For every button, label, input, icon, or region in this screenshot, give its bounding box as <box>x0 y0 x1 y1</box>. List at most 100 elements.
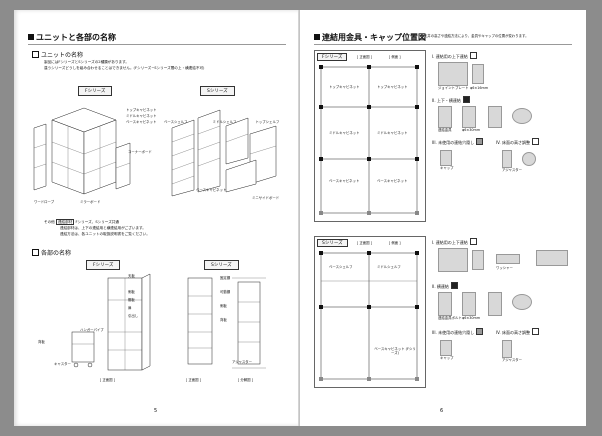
note-tag: 連結部材 <box>55 219 75 225</box>
callout-top-shelf: トップシェルフ <box>255 120 280 124</box>
callout-mini-sideboard: ミニサイドボード <box>252 196 280 200</box>
part-top-board: 天板 <box>128 274 135 278</box>
f-front-grid <box>319 65 419 215</box>
caption-s-front: [ 正面図 ] <box>186 378 201 382</box>
title-rule <box>314 44 572 45</box>
black-square-icon <box>450 282 458 289</box>
right-page: 連結用金具・キャップ位置図 ※ 天井の高さや連結方法により、金具やキャップの位置… <box>300 10 586 426</box>
s-front-view-drawing <box>187 277 266 369</box>
caption-s-exploded: [ 分解図 ] <box>238 378 253 382</box>
s-callout-list: ベースシェルフ ミドルシェルフ トップシェルフ <box>164 108 279 127</box>
note-text-1: Fシリーズ、Sシリーズ共通 <box>75 220 119 224</box>
s-series-drawing <box>171 109 277 197</box>
f-cell-mid-left: ミドルキャビネット <box>329 131 360 135</box>
note-line-1: その他 連結部材 Fシリーズ、Sシリーズ共通 <box>44 219 119 225</box>
white-square-icon <box>469 238 477 245</box>
f-series-label-2: Fシリーズ <box>86 260 121 270</box>
intro-text-2: 違うシリーズどうしを組み合わせることはできません。(Fシリーズ−Sシリーズ間の上… <box>44 66 205 70</box>
part-s-side-board: 側板 <box>220 304 227 308</box>
cap-photo <box>512 108 532 124</box>
section-heading-part-names: 各部の名称 <box>32 248 71 257</box>
heading-square-icon <box>28 34 34 40</box>
s-hole-cap-label: キャップ <box>440 356 454 360</box>
washer-label: ワッシャー <box>496 266 513 270</box>
part-side-board: 側板 <box>128 290 135 294</box>
f-legend-iii: III. 未使用の連結穴隠し <box>432 138 484 145</box>
part-s-back-board: 背板 <box>220 318 227 322</box>
heading-square-icon <box>314 34 320 40</box>
part-drawer: 引出し <box>128 314 139 318</box>
f-cell-mid-right: ミドルキャビネット <box>377 131 408 135</box>
s-hole-cap-photo <box>440 340 452 356</box>
connector-size-label: φ6×30mm <box>462 128 481 132</box>
s-series-diagram-panel: Sシリーズ [ 正面図 ] [ 側面 ] ベースシェルフ ミドルシェルフ ベース… <box>314 236 426 388</box>
s-cell-base: ベースキャビネット (Fシリーズ) <box>374 347 416 355</box>
s-cell-top-left: ベースシェルフ <box>329 265 353 269</box>
s-adjuster-label: アジャスター <box>502 358 523 362</box>
s-connector-label: 連結金具ボルト <box>438 316 462 320</box>
note-label: その他 <box>44 220 55 224</box>
f-series-drawing <box>33 107 131 195</box>
white-square-icon <box>531 328 539 335</box>
adjuster-label: アジャスター <box>502 168 523 172</box>
f-series-tag: Fシリーズ <box>317 53 348 61</box>
title-rule <box>28 44 286 45</box>
s-legend-iv: IV. 床面の高さ調整 <box>496 328 539 335</box>
joint-plate-photo <box>438 62 468 86</box>
callout-corner-board: コーナーボード <box>128 150 152 154</box>
f-side-caption: [ 側面 ] <box>389 55 401 59</box>
f-series-label: Fシリーズ <box>78 86 113 96</box>
section-heading-text: 各部の名称 <box>41 250 72 257</box>
note-text-2: 連結部材は、上下の連結用と横連結用がございます。 <box>60 226 146 230</box>
s-view-caption: [ 正面図 ] <box>357 241 372 245</box>
s-parts-list: 固定棚 可動棚 側板 背板 <box>220 276 230 322</box>
f-legend-i: I. 連結用の上下連結 <box>432 52 477 59</box>
f-legend-iv-title: IV. 床面の高さ調整 <box>496 140 530 145</box>
white-square-icon <box>469 52 477 59</box>
s-connector-size-label: φ6×30mm <box>462 316 481 320</box>
f-cell-top-right: トップキャビネット <box>377 85 408 89</box>
hole-cap-label: キャップ <box>440 166 454 170</box>
f-legend-i-title: I. 連結用の上下連結 <box>432 54 468 59</box>
caption-f-front: [ 正面図 ] <box>100 378 115 382</box>
heading-box-icon <box>32 51 39 58</box>
part-caster: キャスター <box>54 362 71 366</box>
section-heading-unit-names: ユニットの名称 <box>32 50 83 59</box>
part-hanger-pipe: ハンガーパイプ <box>80 328 104 332</box>
callout-base-cabinet: ベースキャビネット <box>126 120 157 124</box>
s-cap-photo <box>512 294 532 310</box>
bolt-size-label: φ6×16mm <box>470 86 489 90</box>
black-square-icon <box>462 96 470 103</box>
s-legend-iii-title: III. 未使用の連結穴隠し <box>432 330 475 335</box>
grey-square-icon <box>476 138 484 145</box>
f-view-caption: [ 正面図 ] <box>357 55 372 59</box>
grey-square-icon <box>476 328 484 335</box>
page-number-left: 5 <box>154 408 158 414</box>
s-legend-iv-title: IV. 床面の高さ調整 <box>496 330 530 335</box>
joint-plate-label: ジョイントプレート <box>438 86 469 90</box>
callout-middle-shelf: ミドルシェルフ <box>212 120 237 124</box>
part-back-board: 背板 <box>38 340 45 344</box>
s-legend-ii: II. 横連結 <box>432 282 458 289</box>
callout-base-shelf: ベースシェルフ <box>164 120 188 124</box>
s-connector-photo-3 <box>488 292 502 316</box>
part-door: 扉 <box>128 306 132 310</box>
s-adjuster-photo <box>502 340 512 358</box>
s-legend-i-title: I. 連結用の上下連結 <box>432 240 468 245</box>
f-legend-iv: IV. 床面の高さ調整 <box>496 138 539 145</box>
white-square-icon <box>531 138 539 145</box>
heading-box-icon <box>32 249 39 256</box>
f-legend-ii: II. 上下・横連結 <box>432 96 470 103</box>
s-legend-ii-title: II. 横連結 <box>432 284 449 289</box>
part-shelf: 棚板 <box>128 298 135 302</box>
s-series-tag: Sシリーズ <box>317 239 348 247</box>
page-number-right: 6 <box>440 408 444 414</box>
part-adjuster: アジャスター <box>232 360 253 364</box>
s-legend-iii: III. 未使用の連結穴隠し <box>432 328 484 335</box>
adjuster-cap-photo <box>522 152 536 166</box>
page-title-right: 連結用金具・キャップ位置図 <box>314 32 426 43</box>
s-cell-top-right: ミドルシェルフ <box>377 265 401 269</box>
callout-s-base-cabinet: ベースキャビネット <box>196 188 227 192</box>
s-connector-photo-1 <box>438 292 452 316</box>
callout-top-cabinet: トップキャビネット <box>126 108 157 112</box>
